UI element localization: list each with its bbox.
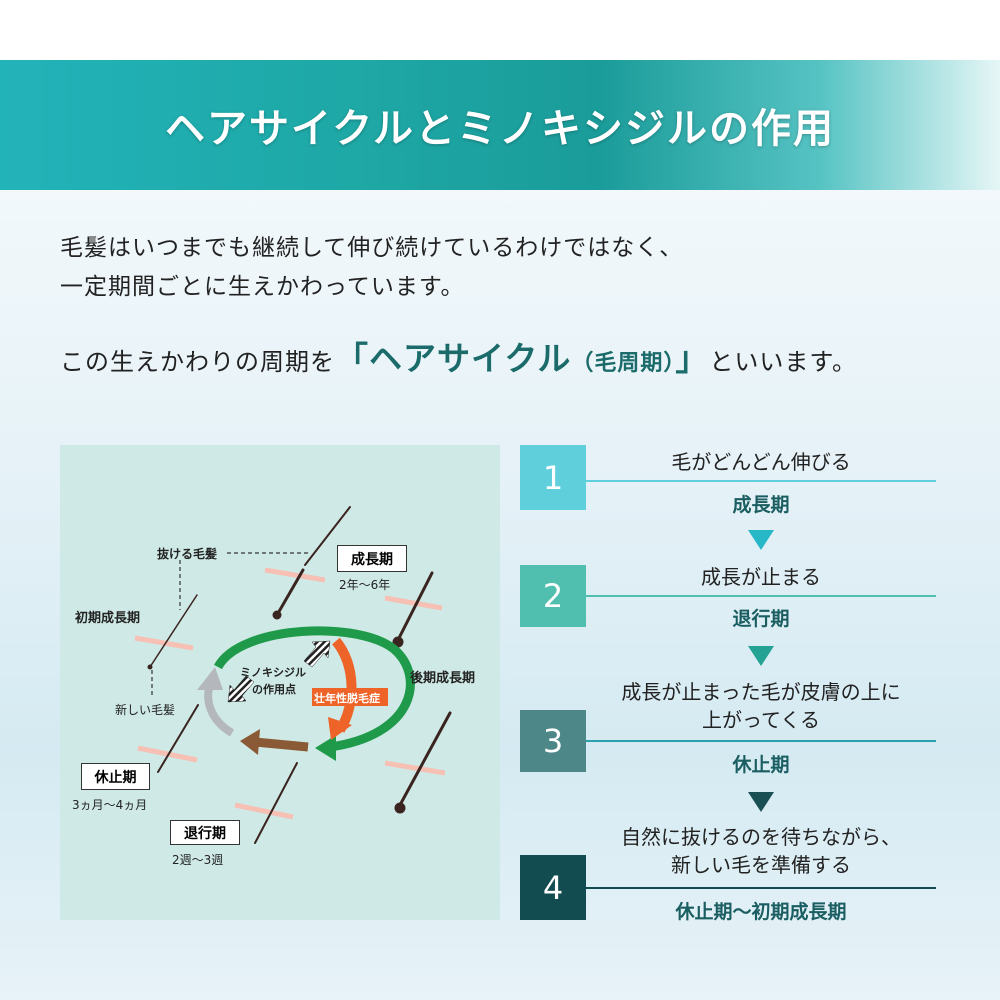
skin-line <box>384 760 446 776</box>
hair <box>396 571 434 642</box>
step-4-divider <box>586 887 936 889</box>
step-1-phase: 成長期 <box>732 494 790 516</box>
rest-arrowhead <box>197 667 223 690</box>
regression-phase-box: 退行期 <box>170 820 240 845</box>
page-title: ヘアサイクルとミノキシジルの作用 <box>165 105 835 152</box>
hairs <box>147 506 452 844</box>
down-arrow-icon <box>748 530 774 550</box>
falling-hair-label: 抜ける毛髪 <box>157 547 218 561</box>
down-arrow-icon <box>748 646 774 666</box>
skin-line <box>264 567 326 583</box>
step-2-phase: 退行期 <box>732 608 790 630</box>
hair <box>254 762 298 844</box>
hair-cycle-term: ヘアサイクル <box>369 339 572 378</box>
step-2-divider <box>586 595 936 597</box>
rest-arc <box>204 683 235 737</box>
intro-line-3: この生えかわりの周期を「ヘアサイクル（毛周期）」といいます。 <box>60 332 857 380</box>
minoxidil-label-1: ミノキシジル <box>240 666 306 679</box>
regression-arrowhead <box>240 729 260 755</box>
step-4-number: 4 <box>520 855 586 920</box>
step-3-desc: 成長が止まった毛が皮膚の上に上がってくる <box>586 678 936 734</box>
step-2-number: 2 <box>520 565 586 627</box>
skin-line <box>234 802 294 820</box>
step-3-desc-line-2: 上がってくる <box>702 708 820 732</box>
skin-line <box>134 635 194 651</box>
bracket-open: 「 <box>335 339 369 378</box>
step-4-desc: 自然に抜けるのを待ちながら、新しい毛を準備する <box>586 823 936 879</box>
step-1-divider <box>586 480 936 482</box>
growth-duration: 2年～6年 <box>339 578 391 592</box>
hair-cycle-diagram: 抜ける毛髪 初期成長期 後期成長期 新しい毛髪 成長期 2年～6年 休止期 3ヵ… <box>60 445 500 920</box>
minoxidil-arrow-up <box>303 640 331 668</box>
late-growth-label: 後期成長期 <box>410 671 476 686</box>
hair-cycle-paren: （毛周期） <box>571 351 676 376</box>
cycle-illustration <box>134 506 452 844</box>
step-3-desc-line-1: 成長が止まった毛が皮膚の上に <box>621 680 901 704</box>
down-arrow-icon <box>748 792 774 812</box>
minoxidil-arrow-down <box>227 675 255 703</box>
skin-lines <box>134 567 446 820</box>
regression-duration: 2週～3週 <box>172 853 224 867</box>
growth-phase-box: 成長期 <box>337 545 407 572</box>
rest-duration: 3ヵ月～4ヵ月 <box>72 798 148 812</box>
hair-bulb <box>272 610 282 620</box>
step-3-divider <box>586 740 936 742</box>
step-4-desc-line-1: 自然に抜けるのを待ちながら、 <box>621 825 901 849</box>
new-hair-label: 新しい毛髪 <box>115 703 176 717</box>
hair-bulb <box>147 664 153 670</box>
aga-label: 壮年性脱毛症 <box>314 692 380 705</box>
intro-line-2: 一定期間ごとに生えかわっています。 <box>60 274 465 300</box>
new-hair <box>149 594 198 668</box>
hair <box>157 704 199 773</box>
hair-bulb <box>394 802 406 814</box>
step-2-desc: 成長が止まる <box>701 565 821 589</box>
aga-label-bg <box>312 688 388 706</box>
intro-line-3-post: といいます。 <box>709 348 857 376</box>
growth-arc <box>214 626 415 752</box>
step-1-desc: 毛がどんどん伸びる <box>671 450 851 474</box>
intro-line-3-pre: この生えかわりの周期を <box>60 348 335 376</box>
step-4-desc-line-2: 新しい毛を準備する <box>671 853 851 877</box>
step-1-number: 1 <box>520 445 586 510</box>
growth-arrowhead <box>315 735 336 761</box>
early-growth-label: 初期成長期 <box>75 611 141 626</box>
step-3-phase: 休止期 <box>732 754 790 776</box>
hair <box>275 568 305 617</box>
dashed-leaders <box>151 552 310 697</box>
aga-arrowhead <box>328 717 352 740</box>
rest-phase-label: 休止期 <box>94 769 137 786</box>
title-banner: ヘアサイクルとミノキシジルの作用 <box>0 60 1000 190</box>
intro-line-1: 毛髪はいつまでも継続して伸び続けているわけではなく、 <box>60 235 684 261</box>
regression-arrow <box>254 737 309 752</box>
rest-phase-box: 休止期 <box>81 763 150 790</box>
falling-hair <box>304 506 351 566</box>
regression-phase-label: 退行期 <box>184 825 226 842</box>
growth-phase-label: 成長期 <box>351 551 393 568</box>
skin-line <box>384 595 443 611</box>
step-3-number: 3 <box>520 710 586 772</box>
skin-line <box>137 745 198 763</box>
hair <box>398 711 452 807</box>
minoxidil-label-2: の作用点 <box>252 683 296 696</box>
step-4-phase: 休止期～初期成長期 <box>675 901 847 923</box>
hair-cycle-highlight: 「ヘアサイクル（毛周期）」 <box>335 339 709 378</box>
bracket-close: 」 <box>675 339 710 378</box>
aga-arrow <box>331 637 357 733</box>
